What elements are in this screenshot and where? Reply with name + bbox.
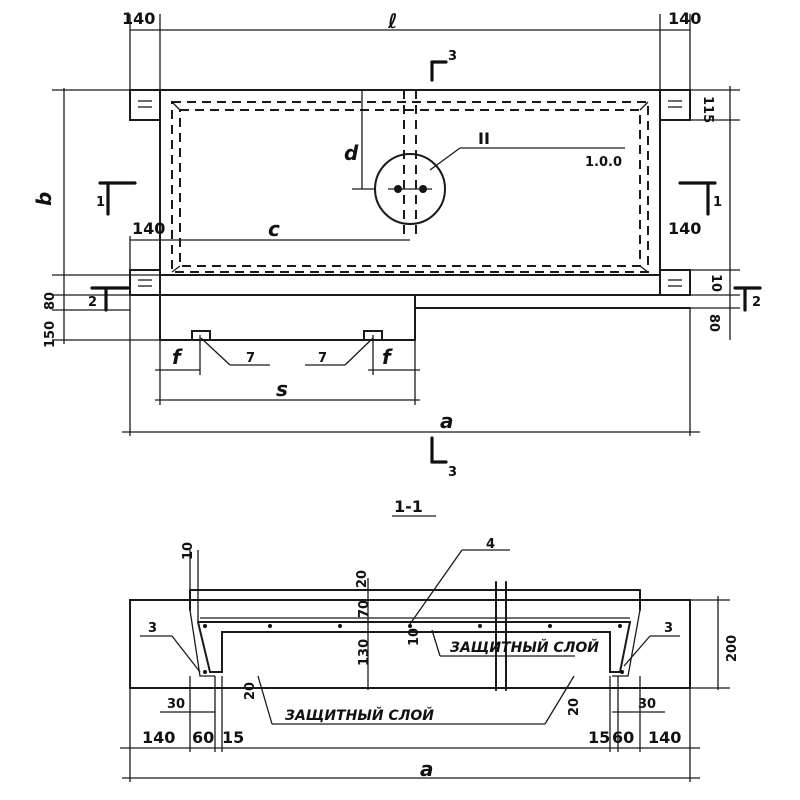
rebar-contour-inner (179, 109, 641, 267)
dim-10-right: 10 (708, 274, 723, 292)
dim-115: 115 (700, 96, 715, 123)
bearing-bottom-left (129, 269, 161, 296)
dim-s: s (276, 377, 288, 401)
dim-30-right: 30 (638, 697, 656, 712)
callout-7-left: 7 (246, 351, 255, 366)
dim-140-top-right: 140 (668, 9, 701, 28)
dim-140-bottom-left: 140 (142, 728, 175, 747)
section-mark-2-right: 2 (752, 295, 761, 310)
dim-140-top-left: 140 (122, 9, 155, 28)
dim-a-section: a (420, 757, 434, 781)
dim-20-right: 20 (567, 698, 582, 716)
dim-200: 200 (725, 635, 740, 662)
callout-3-right: 3 (664, 621, 673, 636)
dim-f-left: f (172, 345, 183, 369)
section-mark-3-top: 3 (448, 49, 457, 64)
dim-80-left: 80 (43, 292, 58, 310)
lifting-loop-left (191, 330, 211, 341)
dim-20-top: 20 (355, 570, 370, 588)
dim-b: b (32, 192, 56, 206)
dim-c: c (268, 217, 280, 241)
dim-a-plan: a (440, 409, 454, 433)
dim-20-left: 20 (243, 682, 258, 700)
callout-4: 4 (486, 537, 495, 552)
dim-140-mid-right: 140 (668, 219, 701, 238)
dim-10-top: 10 (181, 542, 196, 560)
dim-f-right: f (382, 345, 393, 369)
dim-80-right: 80 (706, 314, 721, 332)
plan-view: 140 140 ℓ 3 b 80 150 1 1 2 2 (32, 9, 762, 480)
section-body (129, 599, 691, 689)
section-mark-1-right: 1 (713, 195, 722, 210)
section-mark-2-left: 2 (88, 295, 97, 310)
dim-140-bottom-right: 140 (648, 728, 681, 747)
bearing-top-right (659, 89, 691, 121)
callout-7-right: 7 (318, 351, 327, 366)
cover-label-bottom: ЗАЩИТНЫЙ СЛОЙ (285, 707, 434, 724)
callout-3-left: 3 (148, 621, 157, 636)
dim-l: ℓ (387, 9, 397, 33)
section-1-1: 1-1 20 70 130 10 (120, 497, 740, 782)
dim-d: d (344, 141, 359, 165)
bearing-bottom-right (659, 269, 691, 296)
dim-130: 130 (357, 639, 372, 666)
bearing-top-left (129, 89, 161, 121)
dim-15-left: 15 (222, 728, 244, 747)
dim-60-right: 60 (612, 728, 634, 747)
rebar-contour-outer (171, 101, 649, 273)
dim-10-inner: 10 (407, 628, 422, 646)
callout-II: II (478, 129, 490, 148)
slab-outline (159, 89, 661, 276)
dim-140-mid-left: 140 (132, 219, 165, 238)
dim-30-left: 30 (167, 697, 185, 712)
callout-1-0-0: 1.0.0 (585, 155, 622, 170)
dim-150-left: 150 (43, 321, 58, 348)
cover-label-top: ЗАЩИТНЫЙ СЛОЙ (450, 639, 599, 656)
section-title: 1-1 (394, 497, 423, 516)
dim-70: 70 (357, 600, 372, 618)
dim-60-left: 60 (192, 728, 214, 747)
section-mark-1-left: 1 (96, 195, 105, 210)
dim-15-right: 15 (588, 728, 610, 747)
section-mark-3-bottom: 3 (448, 465, 457, 480)
